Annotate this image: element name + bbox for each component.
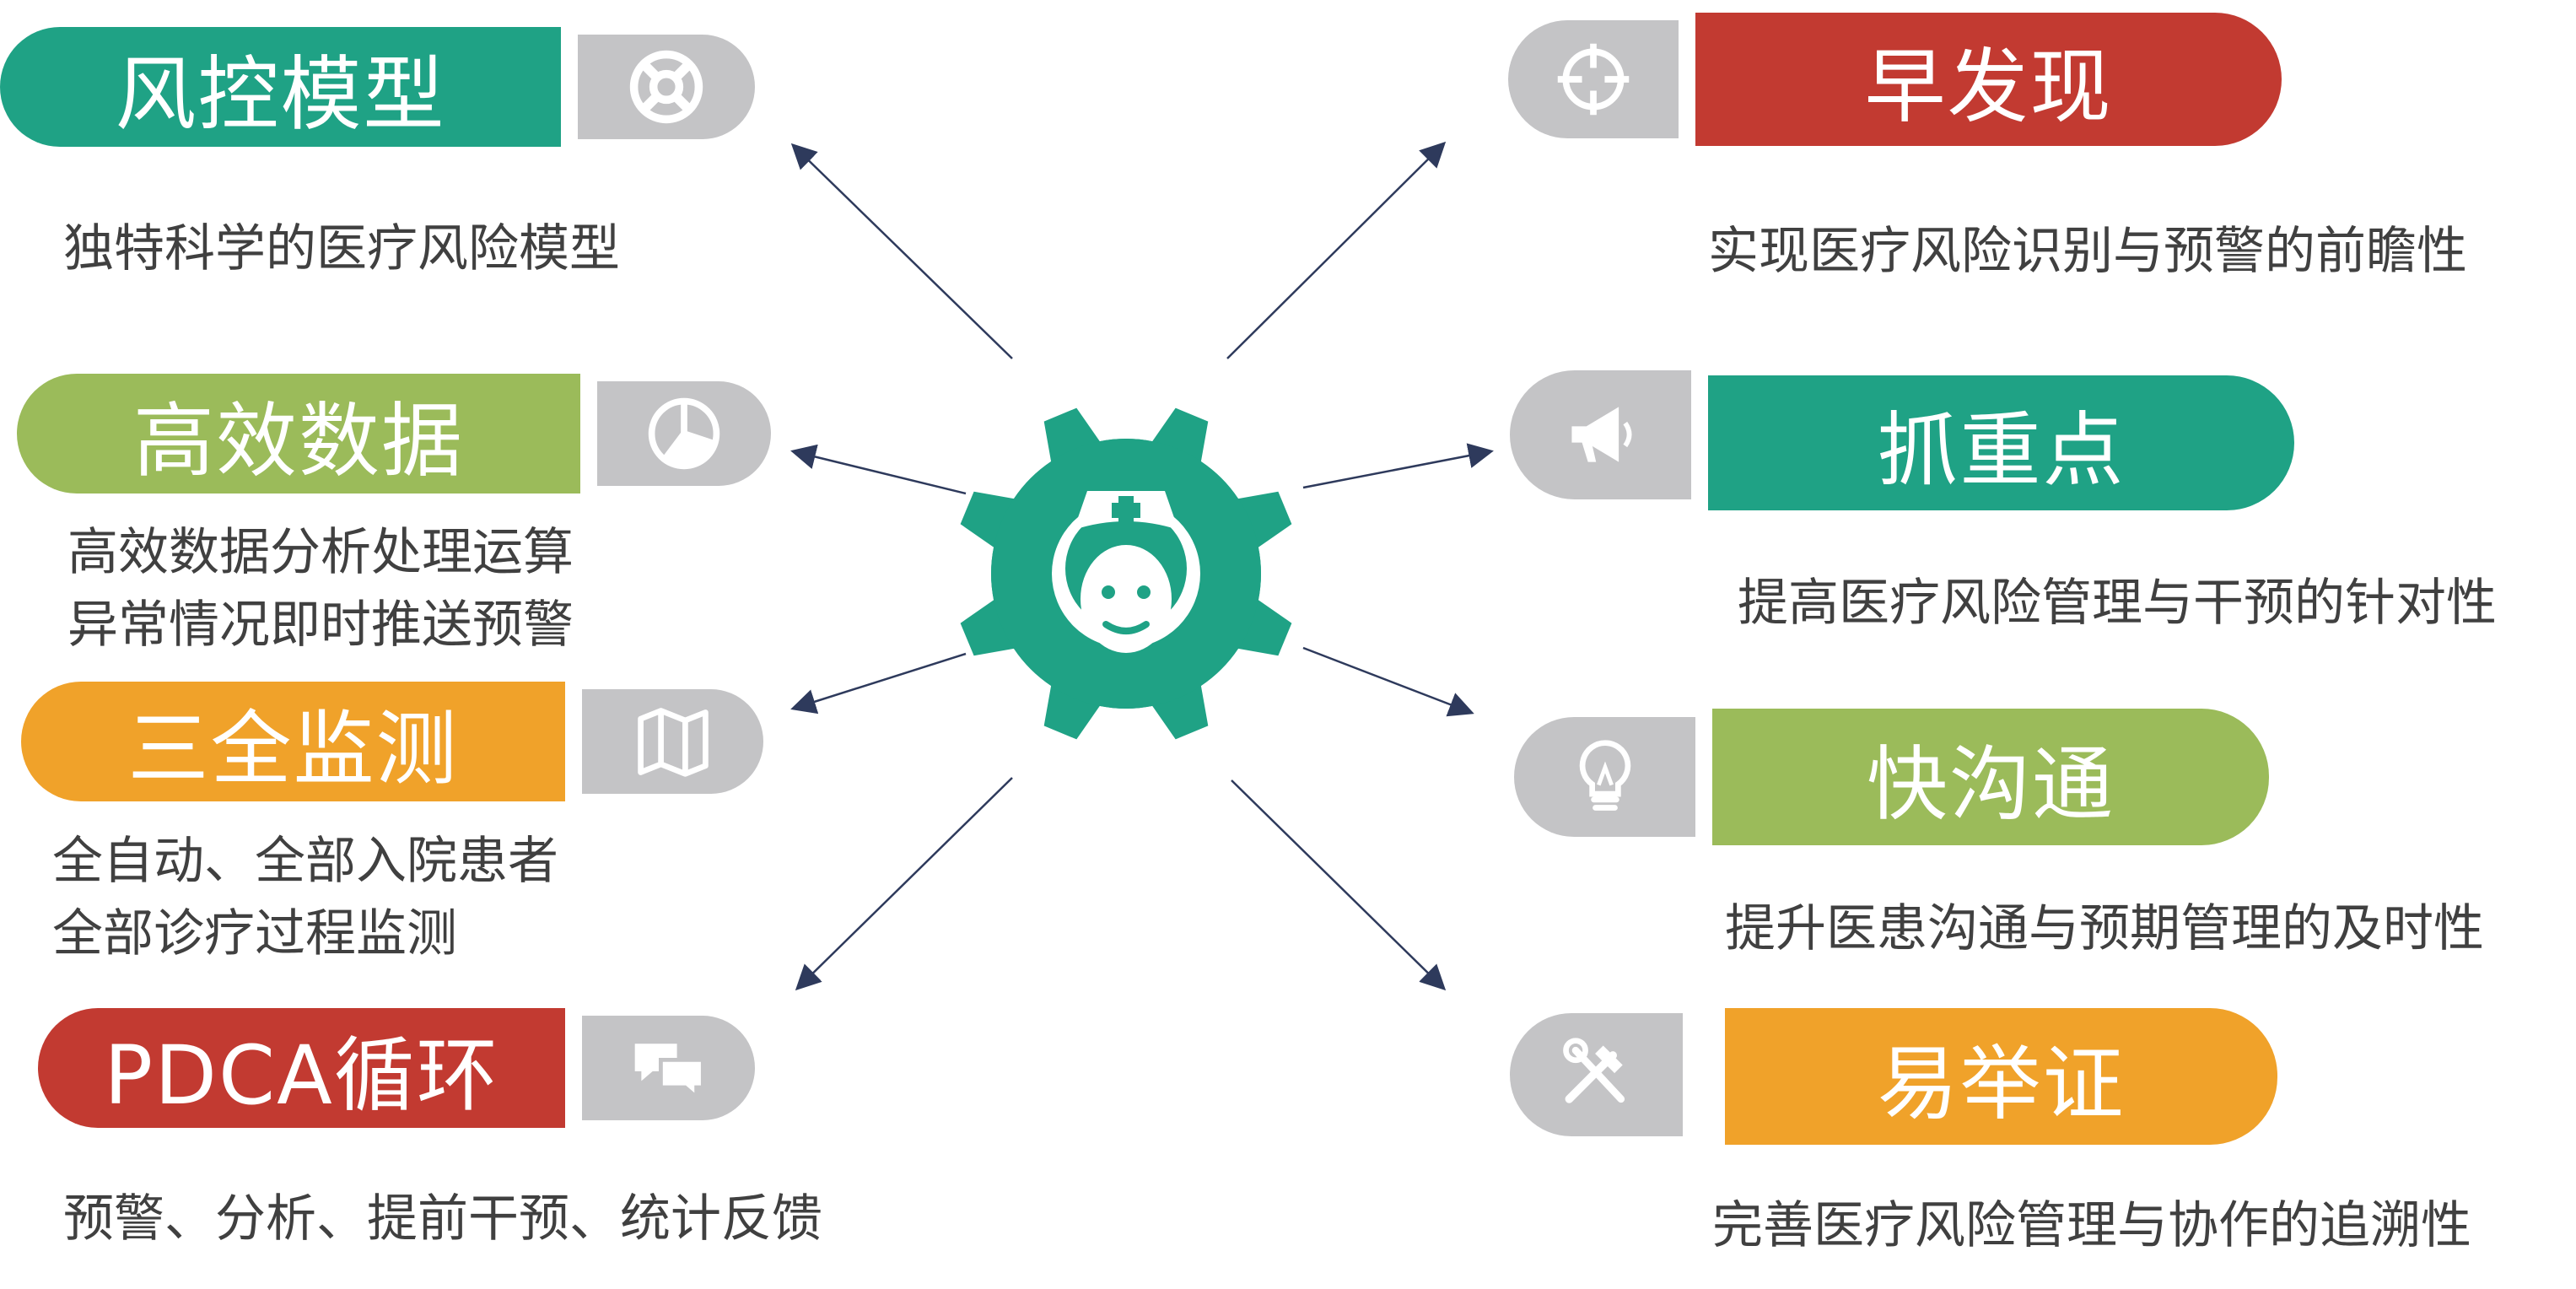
feature-card-efficient-data: 高效数据 — [17, 374, 771, 493]
card-description: 实现医疗风险识别与预警的前瞻性 — [1708, 222, 2467, 281]
card-title: 三全监测 — [21, 682, 565, 801]
arrow-to-pdca — [795, 777, 1013, 991]
card-description: 完善医疗风险管理与协作的追溯性 — [1712, 1196, 2471, 1255]
tools-icon — [1510, 1013, 1683, 1137]
pie-chart-icon — [597, 380, 771, 487]
card-description: 提升医患沟通与预期管理的及时性 — [1725, 899, 2484, 958]
card-description: 全自动、全部入院患者 全部诊疗过程监测 — [52, 832, 558, 963]
card-description: 提高医疗风险管理与干预的针对性 — [1738, 574, 2497, 633]
card-title: 易举证 — [1725, 1008, 2277, 1145]
crosshair-icon — [1508, 20, 1679, 138]
feature-card-early-detection: 早发现 — [1508, 13, 2282, 146]
chat-bubbles-icon — [582, 1015, 755, 1121]
card-title: 快沟通 — [1712, 709, 2269, 845]
feature-card-pdca: PDCA循环 — [38, 1008, 755, 1128]
card-description: 高效数据分析处理运算 异常情况即时推送预警 — [67, 523, 574, 655]
feature-card-monitoring: 三全监测 — [21, 682, 763, 801]
card-description: 独特科学的医疗风险模型 — [63, 219, 620, 278]
arrow-to-early-detection — [1226, 141, 1447, 359]
feature-card-evidence: 易举证 — [1510, 1008, 2277, 1145]
card-title: 高效数据 — [17, 374, 580, 493]
card-title: 抓重点 — [1708, 375, 2294, 510]
arrow-to-risk-model — [790, 143, 1013, 359]
megaphone-icon — [1510, 369, 1691, 500]
arrow-to-evidence — [1231, 779, 1447, 991]
map-icon — [582, 688, 763, 795]
card-description: 预警、分析、提前干预、统计反馈 — [63, 1189, 822, 1249]
lightbulb-icon — [1514, 716, 1695, 838]
feature-card-risk-model: 风控模型 — [0, 27, 755, 147]
lifebuoy-icon — [578, 34, 755, 140]
arrow-to-efficient-data — [790, 444, 967, 495]
arrow-to-focus — [1302, 443, 1494, 489]
feature-card-focus: 抓重点 — [1510, 369, 2294, 510]
card-title: PDCA循环 — [38, 1008, 565, 1128]
feature-card-communication: 快沟通 — [1514, 709, 2269, 845]
card-title: 风控模型 — [0, 27, 561, 147]
arrow-to-monitoring — [790, 652, 967, 715]
card-title: 早发现 — [1695, 13, 2282, 146]
arrow-to-communication — [1302, 646, 1474, 717]
